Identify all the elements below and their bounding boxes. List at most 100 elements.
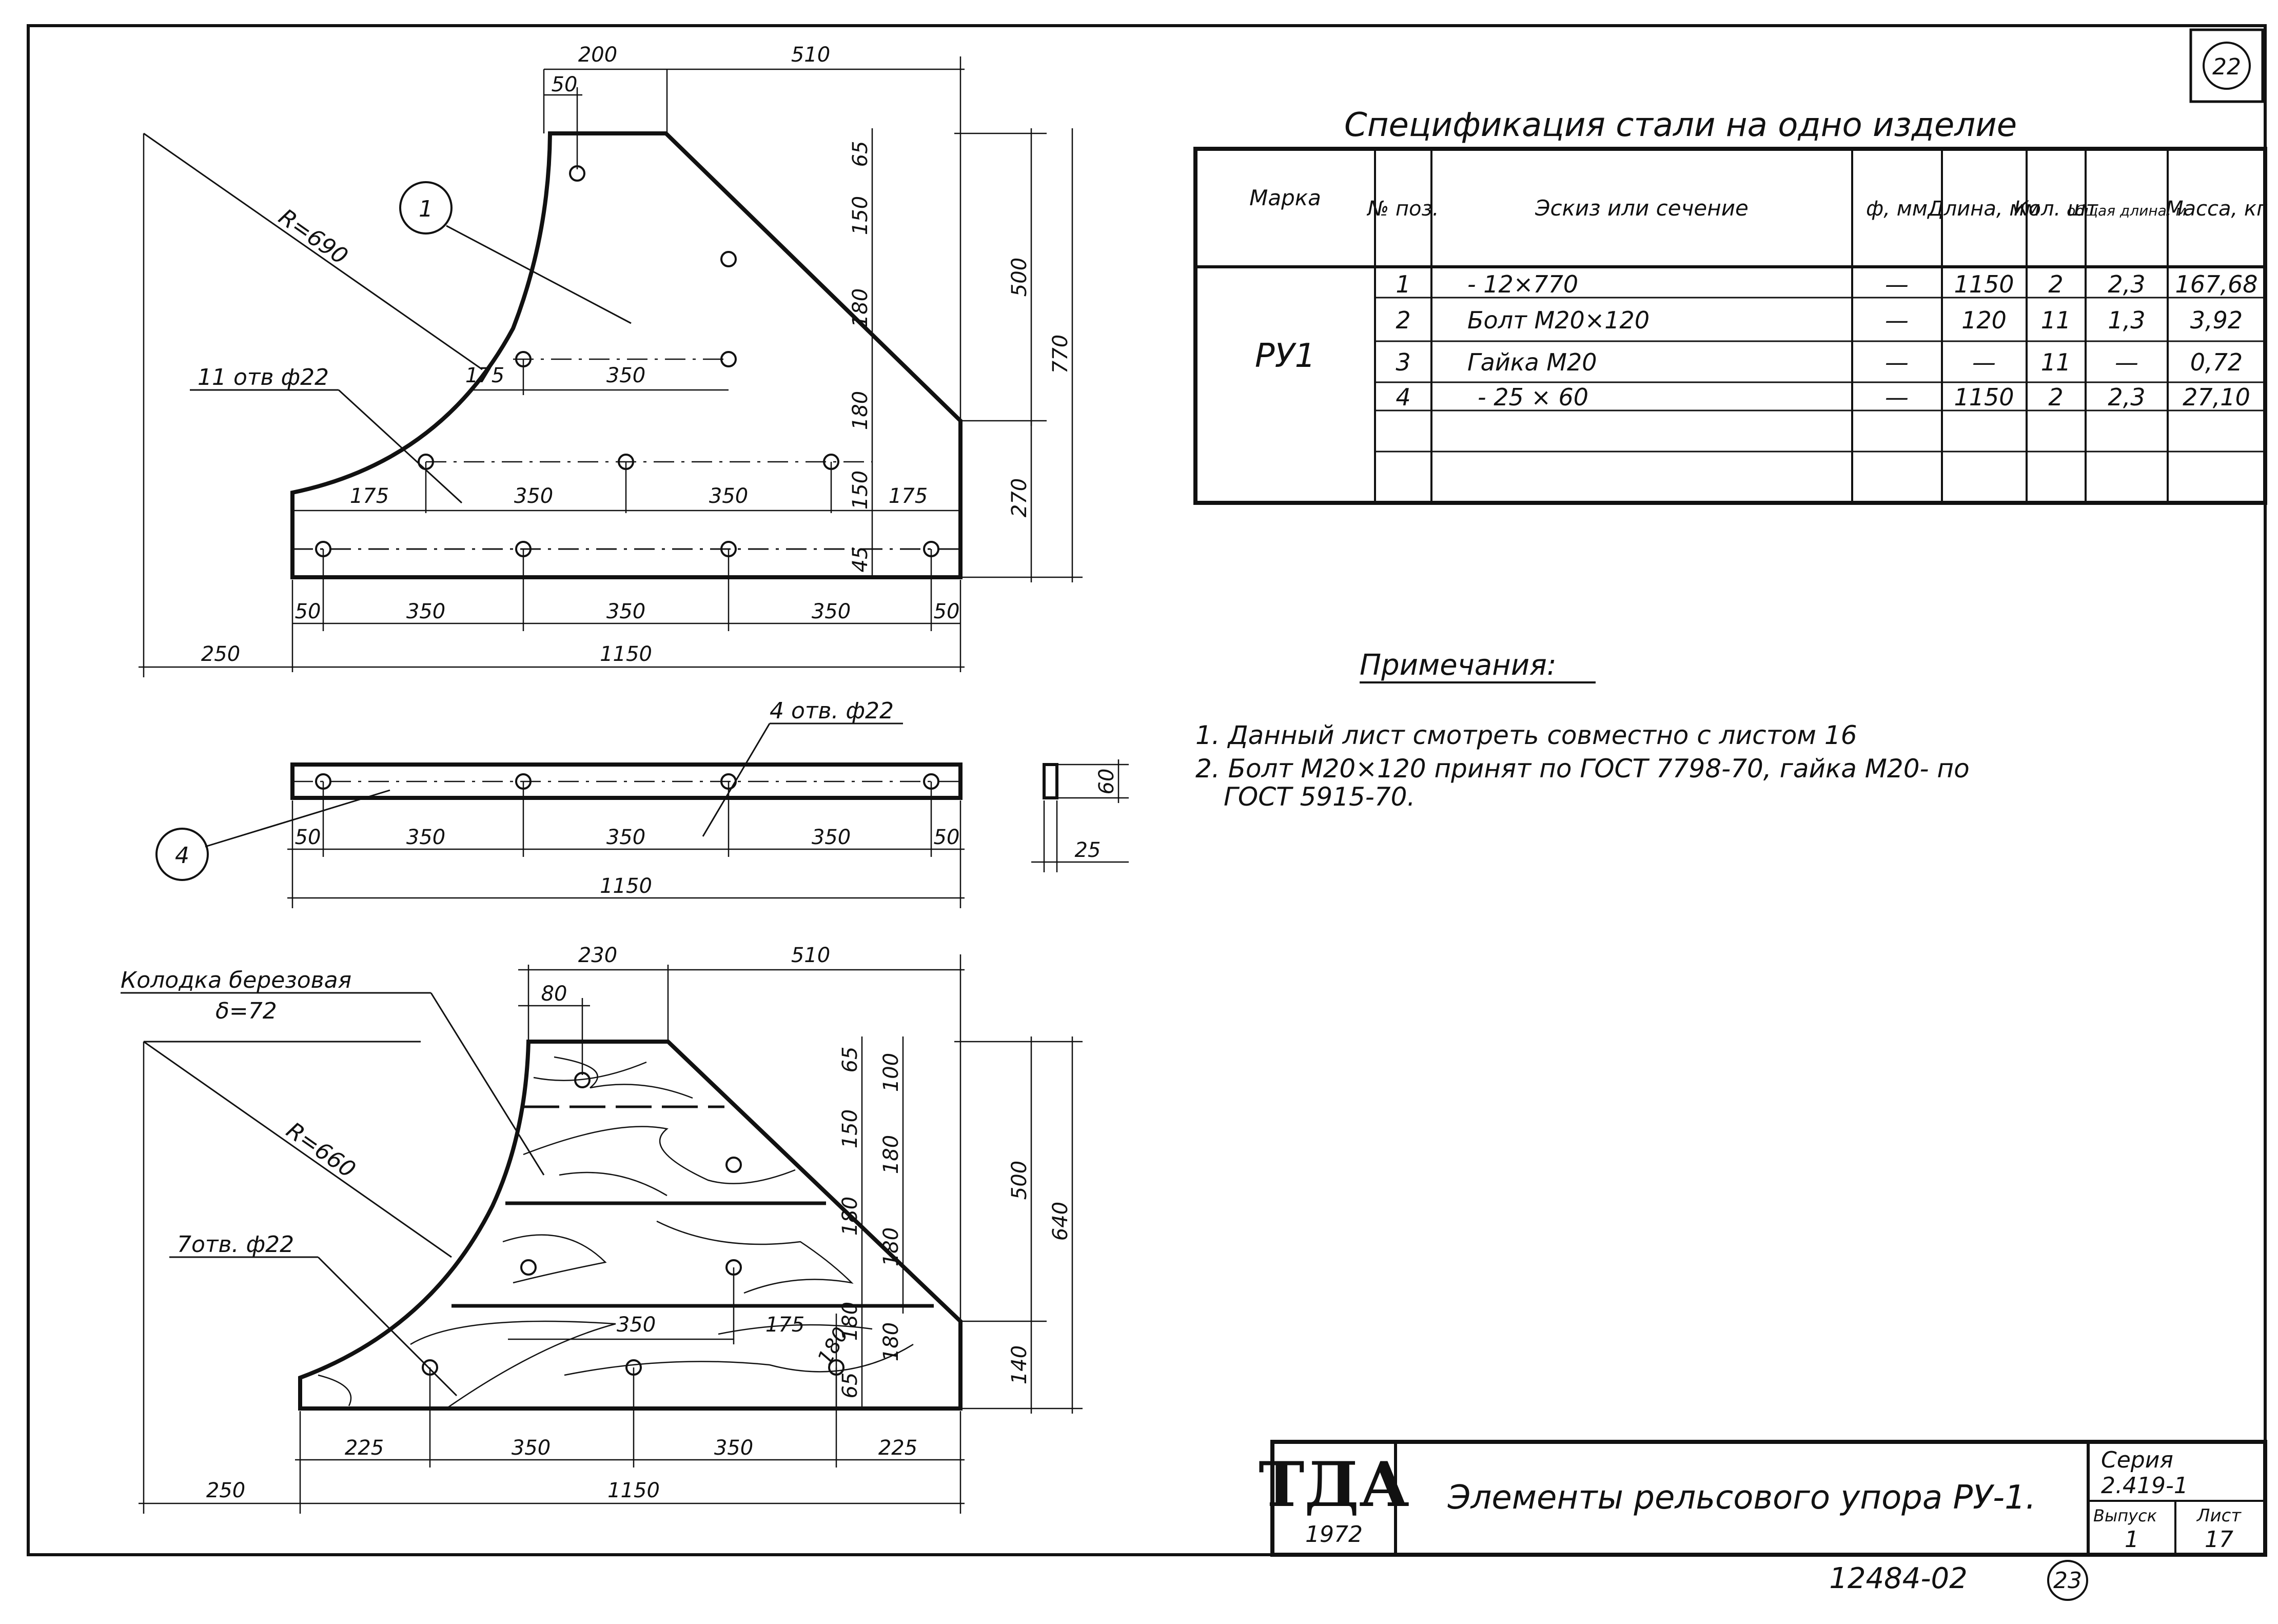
dim-50-top: 50 bbox=[552, 73, 578, 96]
dim-175-mid: 175 bbox=[465, 364, 504, 387]
spec-header-qty: Кол. шт bbox=[2014, 197, 2098, 221]
dim-350-mid: 350 bbox=[606, 364, 645, 387]
dim3-v180e: 180 bbox=[879, 1322, 903, 1361]
row3-qty: 11 bbox=[2041, 348, 2071, 376]
dim-350-bot3: 350 bbox=[812, 600, 851, 623]
view1-balloon: 1 bbox=[419, 196, 433, 222]
row1-qty: 2 bbox=[2048, 270, 2063, 298]
row4-pos: 4 bbox=[1396, 383, 1410, 411]
block-outline bbox=[298, 1040, 963, 1411]
dim3-350-mid: 350 bbox=[617, 1313, 656, 1337]
view-3-labels: Колодка березовая δ=72 R=660 7отв. ф22 2… bbox=[121, 944, 1072, 1502]
dim-500: 500 bbox=[1008, 258, 1031, 297]
dim-270: 270 bbox=[1008, 478, 1031, 517]
strip-section bbox=[1043, 763, 1058, 799]
dim-v180a: 180 bbox=[849, 288, 872, 327]
issue-value: 1 bbox=[2125, 1527, 2139, 1553]
plate-holes bbox=[315, 165, 939, 557]
view1-holes: 11 отв ф22 bbox=[198, 364, 329, 390]
view3-radius: R=660 bbox=[282, 1117, 360, 1183]
row3-pos: 3 bbox=[1396, 348, 1410, 376]
dim3-350b: 350 bbox=[714, 1436, 753, 1460]
dim3-v180c: 180 bbox=[879, 1227, 903, 1266]
dim2-350b: 350 bbox=[606, 826, 645, 849]
sheet-number-bottom-text: 23 bbox=[2053, 1568, 2082, 1594]
dim-v65: 65 bbox=[849, 141, 872, 167]
sheet-number-top-text: 22 bbox=[2212, 54, 2241, 80]
dim3-350a: 350 bbox=[512, 1436, 551, 1460]
spec-table bbox=[1193, 147, 2267, 505]
dim3-225b: 225 bbox=[878, 1436, 917, 1460]
dim3-140: 140 bbox=[1008, 1345, 1031, 1384]
row2-qty: 11 bbox=[2041, 306, 2071, 334]
row2-sketch: Болт М20×120 bbox=[1467, 306, 1649, 334]
row1-sketch: - 12×770 bbox=[1467, 270, 1578, 298]
sheet-border bbox=[27, 24, 2267, 1556]
row4-dia: — bbox=[1885, 383, 1909, 411]
dim2-50b: 50 bbox=[934, 826, 960, 849]
dim3-230: 230 bbox=[578, 944, 617, 967]
archive-number: 12484-02 bbox=[1829, 1562, 1968, 1595]
dim3-640: 640 bbox=[1049, 1202, 1072, 1241]
view-2-labels: 4 4 отв. ф22 50 350 350 350 50 1150 60 2… bbox=[175, 698, 1118, 898]
view-3-block bbox=[121, 954, 1083, 1514]
dim3-v180a: 180 bbox=[879, 1135, 903, 1174]
dim-350-bot1: 350 bbox=[406, 600, 445, 623]
dim3-v65b: 65 bbox=[838, 1373, 862, 1399]
title-block-text: ТДА 1972 Элементы рельсового упора РУ-1.… bbox=[1259, 1447, 2242, 1553]
row4-mass: 27,10 bbox=[2183, 383, 2250, 411]
spec-title: Спецификация стали на одно изделие bbox=[1344, 106, 2017, 144]
row1-total: 2,3 bbox=[2108, 270, 2145, 298]
dim-770: 770 bbox=[1049, 335, 1072, 374]
dim-v150: 150 bbox=[849, 196, 872, 235]
row2-dia: — bbox=[1885, 306, 1909, 334]
row4-qty: 2 bbox=[2048, 383, 2063, 411]
row3-sketch: Гайка М20 bbox=[1467, 348, 1597, 376]
dim-175-b: 175 bbox=[350, 484, 389, 508]
dim3-v180d: 180 bbox=[838, 1302, 862, 1341]
series-label: Серия bbox=[2101, 1447, 2173, 1473]
row1-pos: 1 bbox=[1396, 270, 1410, 298]
view2-balloon: 4 bbox=[175, 843, 189, 869]
dim3-v180b: 180 bbox=[838, 1197, 862, 1236]
year: 1972 bbox=[1305, 1521, 1363, 1548]
dim-50-bl: 50 bbox=[295, 600, 321, 623]
spec-table-text: Спецификация стали на одно изделие Марка… bbox=[1249, 106, 2268, 411]
dim3-175-mid: 175 bbox=[765, 1313, 804, 1337]
spec-header-total: общая длина, м bbox=[2067, 202, 2187, 219]
dim2-350c: 350 bbox=[812, 826, 851, 849]
note-line-3: ГОСТ 5915-70. bbox=[1224, 782, 1415, 812]
spec-header-pos: № поз. bbox=[1367, 197, 1439, 221]
dim-v45: 45 bbox=[849, 546, 872, 573]
view-1-labels: 1 R=690 11 отв ф22 200 510 50 65 150 180… bbox=[198, 43, 1072, 666]
dim-250: 250 bbox=[201, 642, 240, 666]
dim3-500: 500 bbox=[1008, 1161, 1031, 1200]
sheet-value: 17 bbox=[2205, 1527, 2233, 1553]
series-value: 2.419-1 bbox=[2101, 1473, 2188, 1499]
row1-mass: 167,68 bbox=[2175, 270, 2258, 298]
row1-length: 1150 bbox=[1954, 270, 2014, 298]
dim-350-b1: 350 bbox=[514, 484, 553, 508]
title-block bbox=[1270, 1440, 2267, 1557]
drawing-title: Элементы рельсового упора РУ-1. bbox=[1447, 1479, 2036, 1517]
dim-1150: 1150 bbox=[600, 642, 652, 666]
row3-total: — bbox=[2115, 348, 2138, 376]
sheet-label: Лист bbox=[2196, 1505, 2242, 1526]
sheet-number-bottom: 23 bbox=[2047, 1560, 2088, 1601]
spec-header-dia: ф, мм bbox=[1866, 197, 1928, 221]
dim3-1150: 1150 bbox=[607, 1479, 660, 1502]
dim-50-br: 50 bbox=[934, 600, 960, 623]
row3-dia: — bbox=[1885, 348, 1909, 376]
view-2-strip bbox=[155, 722, 1129, 908]
dim-350-b2: 350 bbox=[709, 484, 748, 508]
dim3-80: 80 bbox=[541, 982, 567, 1006]
notes-heading: Примечания: bbox=[1360, 649, 1557, 682]
view1-radius: R=690 bbox=[274, 204, 352, 270]
row4-total: 2,3 bbox=[2108, 383, 2145, 411]
dim3-v65: 65 bbox=[838, 1047, 862, 1073]
dim2-25: 25 bbox=[1075, 838, 1101, 862]
row1-dia: — bbox=[1885, 270, 1909, 298]
row2-mass: 3,92 bbox=[2190, 306, 2243, 334]
row2-total: 1,3 bbox=[2108, 306, 2145, 334]
